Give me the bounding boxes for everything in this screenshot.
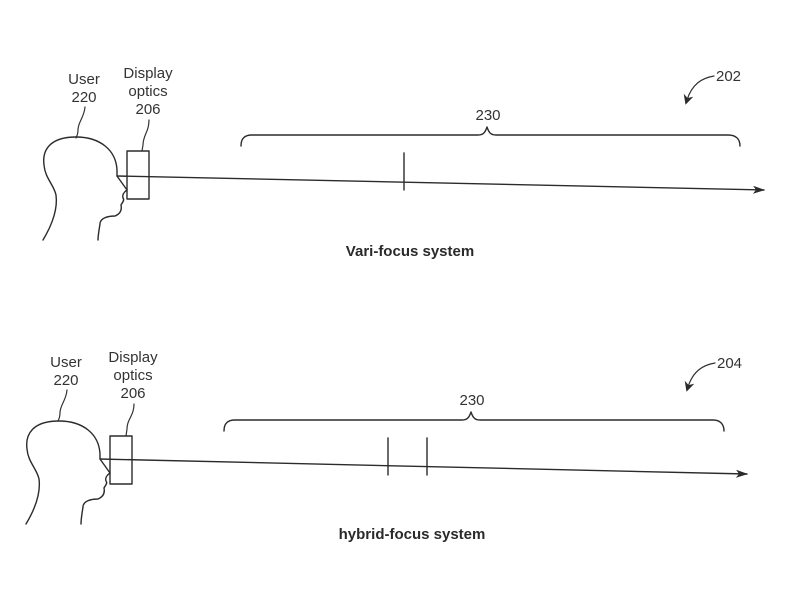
range-brace — [223, 411, 725, 432]
range-brace — [240, 126, 741, 147]
user-leader-line — [75, 106, 86, 139]
optical-axis-arrow — [99, 458, 748, 478]
user-leader-line — [57, 389, 68, 422]
figure-vari-focus: User 220 Display optics 206 230 202 Vari… — [42, 65, 765, 260]
user-ref: 220 — [53, 372, 78, 389]
optics-label-line2: optics — [113, 367, 152, 384]
figure-ref: 202 — [716, 68, 741, 85]
optics-label-line1: Display — [108, 349, 158, 366]
figure-ref: 204 — [717, 355, 742, 372]
figure-hybrid-focus: User 220 Display optics 206 230 204 hybr… — [25, 349, 748, 543]
user-ref: 220 — [71, 89, 96, 106]
optics-label-line1: Display — [123, 65, 173, 82]
user-head-icon — [42, 136, 128, 241]
display-optics-box — [126, 150, 150, 200]
optics-leader-line — [141, 119, 150, 152]
figure-caption: Vari-focus system — [346, 243, 474, 260]
optics-ref: 206 — [135, 101, 160, 118]
user-label: User — [50, 354, 82, 371]
optical-axis-arrow — [116, 175, 765, 194]
figure-caption: hybrid-focus system — [339, 526, 486, 543]
range-ref: 230 — [475, 107, 500, 124]
optics-leader-line — [125, 403, 135, 437]
range-ref: 230 — [459, 392, 484, 409]
optics-label-line2: optics — [128, 83, 167, 100]
user-head-icon — [25, 420, 111, 525]
optics-ref: 206 — [120, 385, 145, 402]
figure-ref-arrow — [684, 362, 716, 392]
user-label: User — [68, 71, 100, 88]
figure-ref-arrow — [683, 75, 715, 105]
